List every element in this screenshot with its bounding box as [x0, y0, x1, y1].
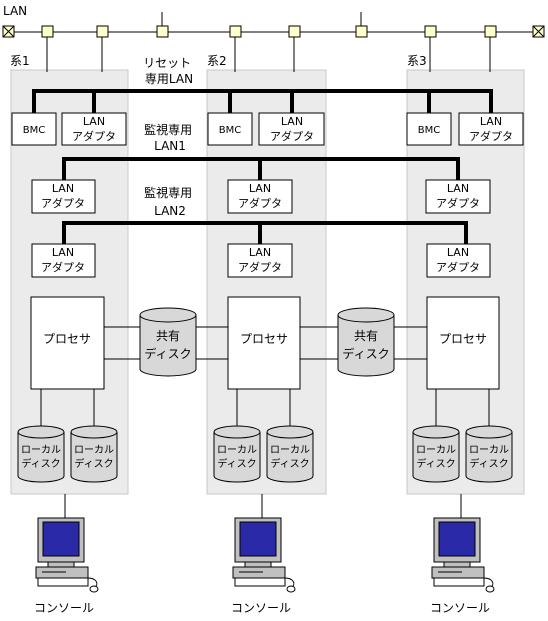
svg-text:BMC: BMC: [418, 125, 440, 136]
monitor-lan1-label: 監視専用 LAN1: [144, 122, 196, 153]
svg-text:プロセサ: プロセサ: [43, 332, 91, 346]
console-1: コンソール: [34, 517, 99, 615]
bmc-2: BMC: [207, 112, 253, 146]
console-links: [64, 494, 462, 520]
shared-disk-1: 共有ディスク: [104, 307, 228, 377]
system-2-label: 系2: [207, 54, 227, 68]
local-disk-1b: ローカルディスク: [70, 425, 118, 483]
processor-3: プロセサ: [426, 296, 500, 390]
system-3-label: 系3: [407, 54, 427, 68]
local-disk-2a: ローカルディスク: [213, 425, 261, 483]
local-disk-3b: ローカルディスク: [465, 425, 513, 483]
shared-disk-2: 共有ディスク: [300, 307, 427, 377]
svg-text:BMC: BMC: [23, 125, 45, 136]
console-3-label: コンソール: [430, 601, 490, 615]
svg-text:共有ディスク: 共有ディスク: [342, 329, 389, 361]
processor-1: プロセサ: [30, 296, 105, 390]
lan-terminator-right: [532, 25, 545, 38]
bmc-1: BMC: [11, 112, 57, 146]
svg-text:BMC: BMC: [219, 125, 241, 136]
console-2-label: コンソール: [231, 601, 291, 615]
bmc-3: BMC: [406, 112, 452, 146]
lan-terminator-left: [2, 25, 15, 38]
monitor-lan2-bus: [62, 221, 468, 245]
computer-icon: [35, 517, 99, 593]
console-3: コンソール: [430, 517, 495, 615]
processor-2: プロセサ: [227, 296, 301, 390]
svg-text:ローカルディスク: ローカルディスク: [74, 444, 114, 470]
svg-text:プロセサ: プロセサ: [439, 332, 487, 346]
console-1-label: コンソール: [34, 601, 94, 615]
svg-text:ローカルディスク: ローカルディスク: [270, 444, 310, 470]
local-disk-1a: ローカルディスク: [17, 425, 65, 483]
monitor-lan2-label: 監視専用 LAN2: [144, 185, 196, 218]
system-1-label: 系1: [10, 54, 30, 68]
svg-text:プロセサ: プロセサ: [240, 332, 288, 346]
console-2: コンソール: [231, 517, 296, 615]
local-disk-2b: ローカルディスク: [266, 425, 314, 483]
svg-text:ローカルディスク: ローカルディスク: [469, 444, 509, 470]
local-disk-links: [40, 389, 490, 426]
lan-label: LAN: [3, 4, 27, 18]
svg-text:ローカルディスク: ローカルディスク: [217, 444, 257, 470]
reset-lan-label: リセット 専用LAN: [143, 56, 195, 86]
svg-text:ローカルディスク: ローカルディスク: [416, 444, 456, 470]
local-disk-3a: ローカルディスク: [412, 425, 460, 483]
computer-icon: [232, 517, 296, 593]
monitor-lan1-bus: [62, 157, 460, 181]
computer-icon: [431, 517, 495, 593]
svg-text:ローカルディスク: ローカルディスク: [21, 444, 61, 470]
svg-text:共有ディスク: 共有ディスク: [144, 329, 191, 361]
reset-lan-bus: [32, 89, 493, 114]
lan-drop-lines: [46, 37, 491, 72]
